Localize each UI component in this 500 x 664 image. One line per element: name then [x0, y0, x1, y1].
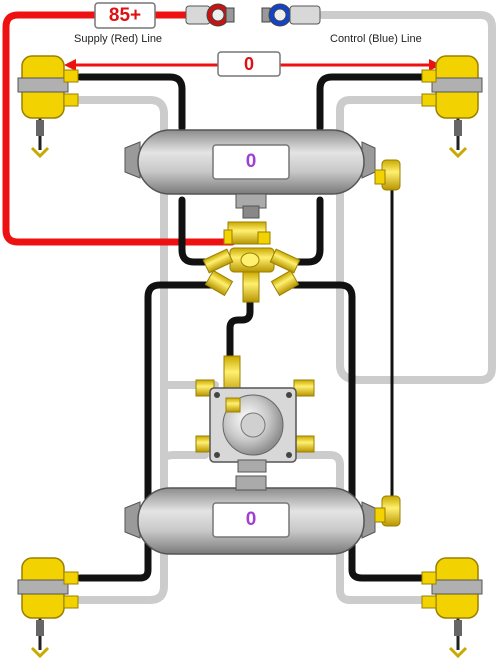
tank-bottom-pressure-value: 0: [245, 509, 257, 530]
arrow-left-icon: [64, 59, 76, 71]
air-lines: [76, 73, 439, 582]
elbow-fitting-bottom: [374, 495, 401, 527]
valve-manifold-icon: [202, 221, 301, 303]
air-tank-top: [124, 129, 376, 219]
supply-pressure-value: 85+: [108, 5, 142, 26]
brake-chamber-top-right: [421, 55, 483, 159]
control-line-label: Control (Blue) Line: [330, 33, 422, 45]
arrow-right-icon: [429, 59, 441, 71]
relay-valve-icon: [195, 355, 315, 473]
elbow-fitting-top: [374, 159, 401, 191]
tank-top-pressure-value: 0: [245, 151, 257, 172]
brake-chamber-bottom-right: [421, 557, 483, 659]
control-gauge: [217, 51, 281, 77]
gladhand-blue-icon: [261, 3, 321, 27]
brake-chamber-bottom-left: [17, 557, 79, 659]
control-pressure-value: 0: [243, 54, 254, 74]
supply-line-label: Supply (Red) Line: [74, 33, 163, 45]
supply-gauge: [94, 2, 156, 29]
supply-line: [2, 11, 437, 246]
gladhand-red-icon: [185, 3, 235, 27]
brake-chamber-top-left: [17, 55, 79, 159]
air-tank-bottom: [124, 475, 376, 555]
